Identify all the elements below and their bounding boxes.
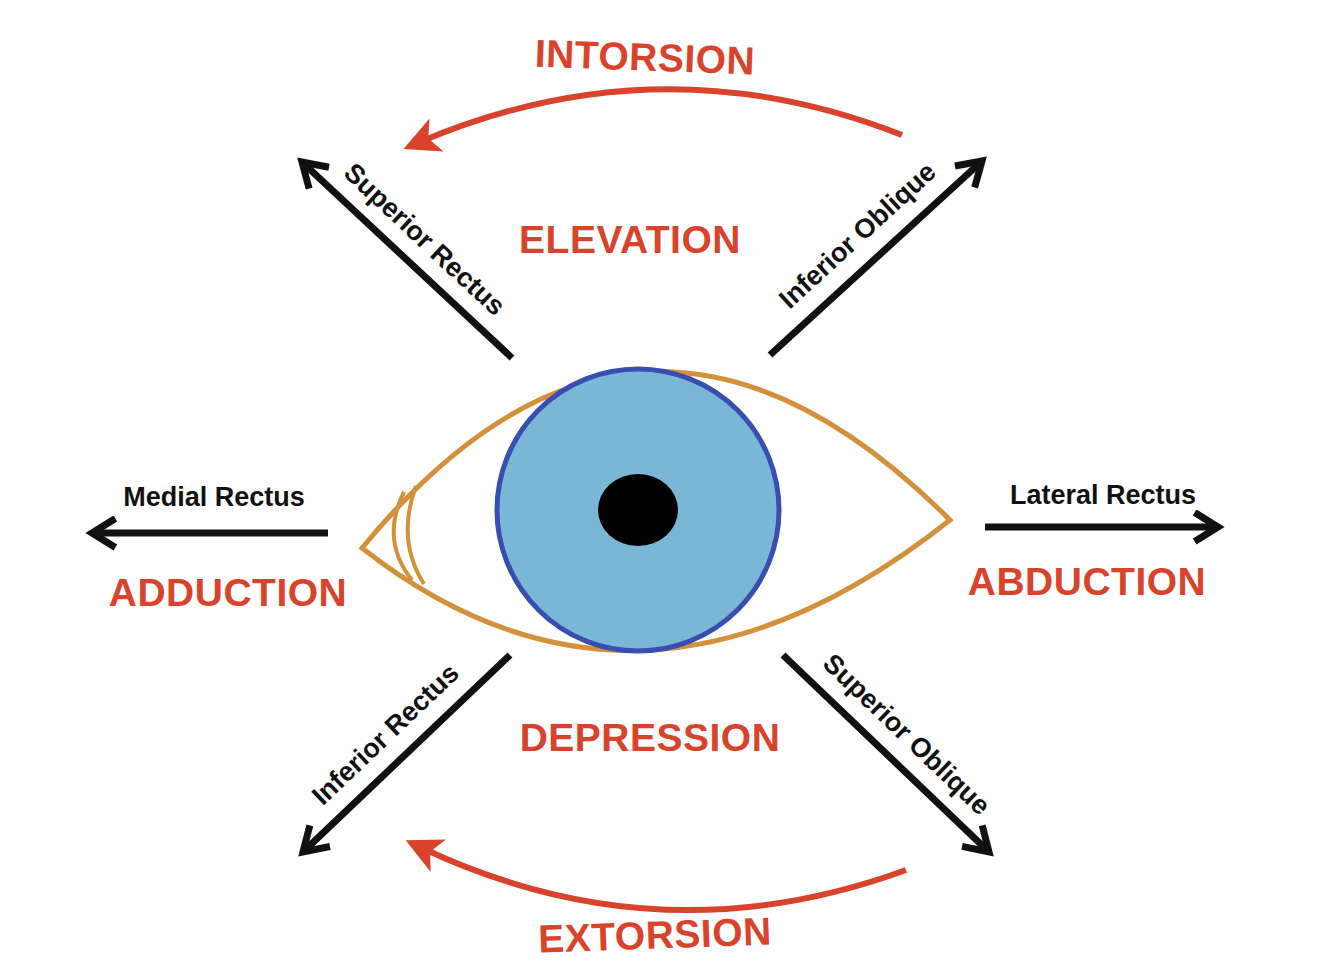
motion-label: EXTORSION — [538, 910, 773, 961]
muscle-label: Inferior Oblique — [774, 157, 942, 315]
motion-label: ELEVATION — [519, 219, 741, 262]
torsion-arrow — [422, 848, 906, 910]
muscle-arrow — [783, 655, 989, 852]
torsion-arrow — [420, 89, 902, 142]
muscle-label: Superior Rectus — [338, 158, 511, 322]
muscle-arrow — [92, 530, 328, 537]
pupil — [598, 474, 678, 546]
muscle-label: Superior Oblique — [817, 649, 996, 822]
muscle-label: Medial Rectus — [123, 483, 305, 513]
motion-label: ABDUCTION — [968, 561, 1206, 604]
motion-label: DEPRESSION — [520, 717, 781, 760]
motion-label: INTORSION — [534, 33, 756, 84]
muscle-arrow — [985, 524, 1218, 531]
iris — [497, 369, 779, 651]
motion-label: ADDUCTION — [109, 572, 347, 615]
muscle-arrow — [770, 161, 982, 355]
muscle-label: Inferior Rectus — [307, 659, 465, 812]
muscle-label: Lateral Rectus — [1010, 481, 1196, 511]
muscle-arrow — [303, 655, 510, 852]
muscle-arrow — [302, 162, 512, 358]
caruncle — [408, 486, 424, 584]
